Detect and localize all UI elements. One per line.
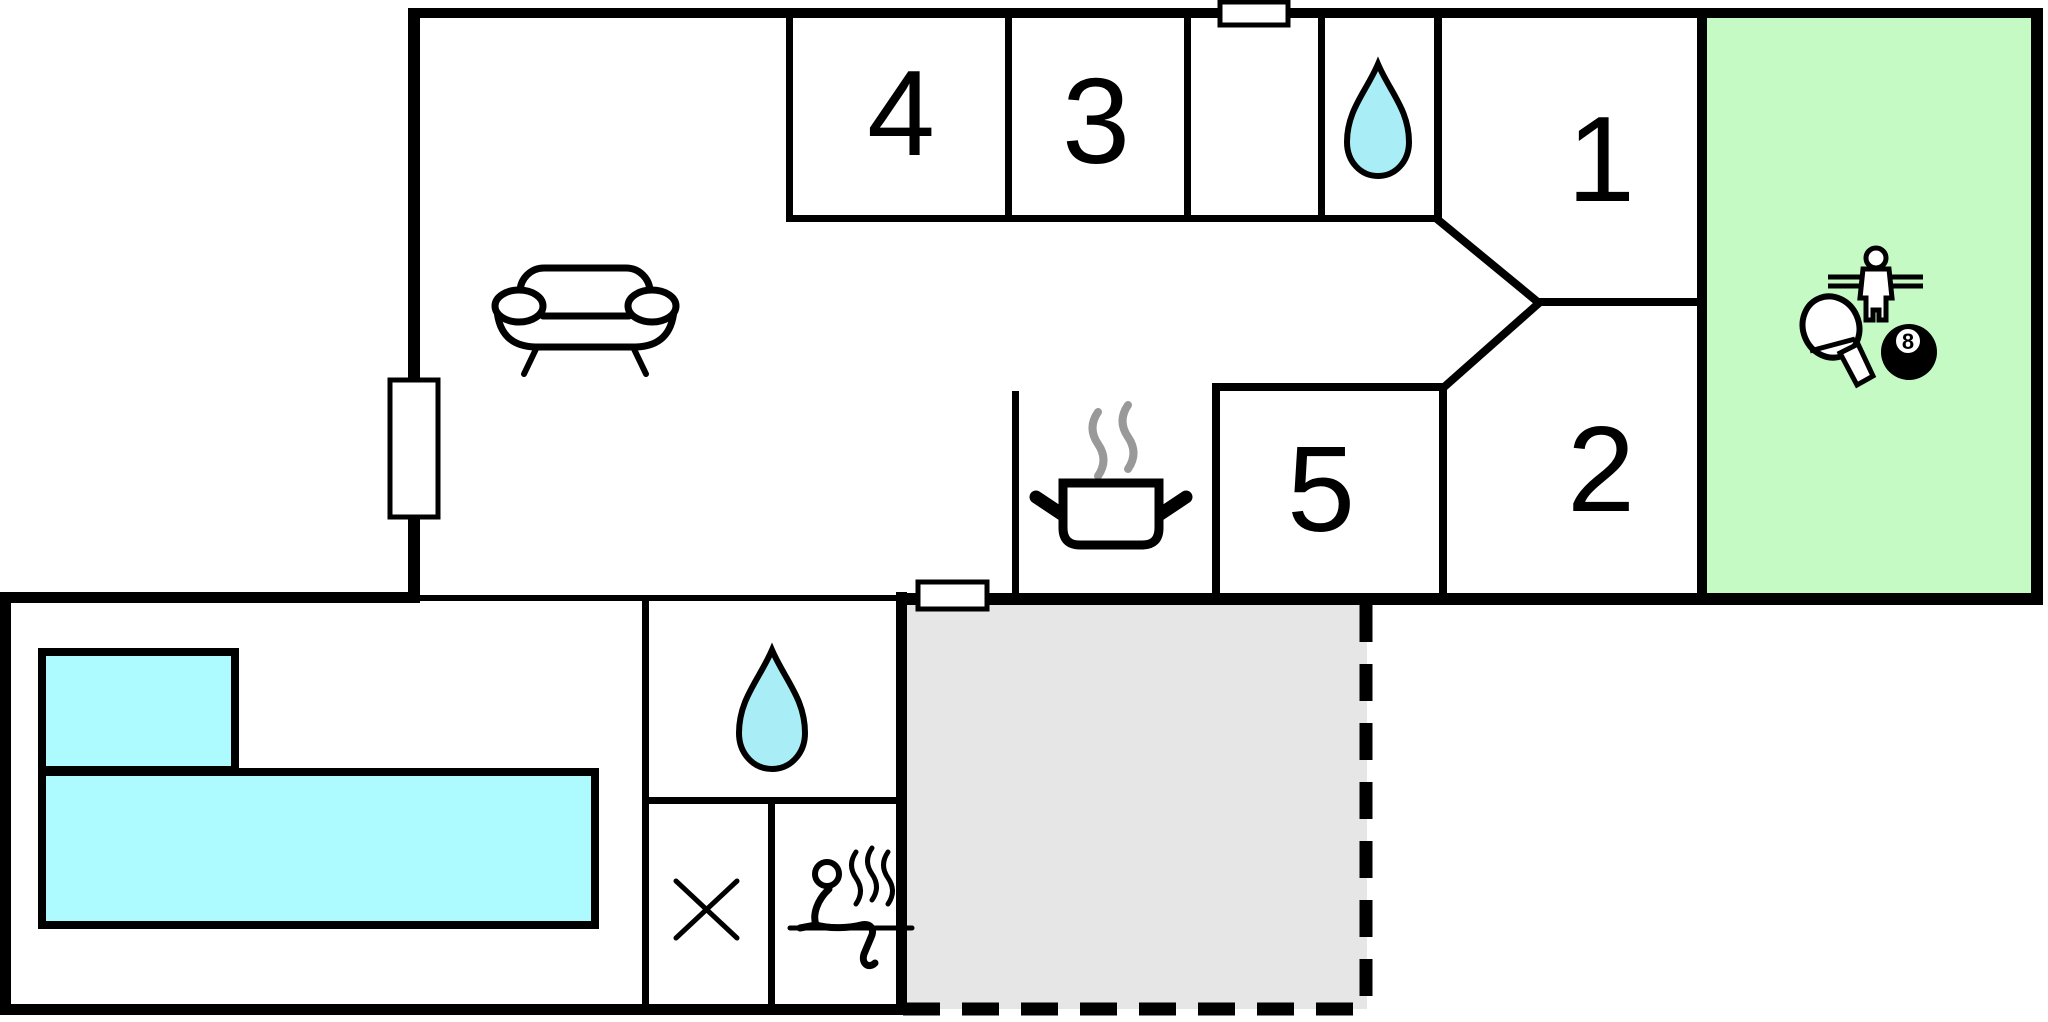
- wall-main-right: [2031, 8, 2043, 605]
- wall-bedroom3-entry-divider: [1184, 14, 1191, 220]
- table-tennis-paddle-icon: [1799, 293, 1877, 389]
- wall-main-bottom: [897, 593, 2043, 605]
- window-symbol-left: [387, 377, 441, 520]
- walls: [0, 8, 2043, 1015]
- window-symbol-top: [1217, 0, 1291, 28]
- bedroom-4-label: 4: [867, 45, 935, 181]
- bedroom-3-label: 3: [1062, 53, 1130, 189]
- wall-bedroom1-2-divider: [1535, 298, 1701, 306]
- stove-pot-icon: [1029, 401, 1193, 550]
- wall-annex-left: [0, 592, 11, 1015]
- steam-icon: [1088, 408, 1108, 480]
- wall-kitchen-stub: [1012, 391, 1019, 599]
- eight-ball-number: 8: [1902, 329, 1914, 354]
- terrace-area: [907, 605, 1367, 1009]
- wall-annex-bottom: [0, 1004, 907, 1015]
- wall-gameroom-left: [1697, 12, 1707, 599]
- wall-annex-top-thick: [0, 592, 420, 603]
- wall-diagonal-upper: [1434, 215, 1542, 307]
- wall-bedroom4-3-divider: [1005, 14, 1012, 220]
- wall-bedroom4-left: [786, 14, 793, 220]
- wall-room5-left: [1212, 383, 1220, 599]
- wall-room5-bedroom2-divider: [1439, 385, 1447, 599]
- wall-annex-top-thin: [420, 595, 903, 601]
- steam-icon: [1118, 401, 1138, 473]
- wall-bath-bedroom1-divider: [1434, 14, 1442, 220]
- sauna-icon: [787, 845, 915, 970]
- room-5-label: 5: [1287, 421, 1355, 557]
- bedroom-2-label: 2: [1567, 401, 1635, 537]
- wall-room5-top: [1212, 383, 1447, 391]
- cross-icon: [673, 878, 740, 941]
- wall-bedroom-row-bottom: [786, 215, 1441, 222]
- sofa-icon: [491, 264, 680, 377]
- water-drop-icon: [1343, 56, 1413, 180]
- large-pool: [38, 768, 599, 929]
- small-pool: [38, 648, 239, 774]
- door-symbol-terrace: [915, 579, 990, 612]
- wall-entry-bath-divider: [1318, 14, 1325, 220]
- wall-diagonal-lower: [1440, 300, 1542, 391]
- bedroom-1-label: 1: [1567, 91, 1635, 227]
- foosball-player-icon: [1828, 245, 1923, 323]
- eight-ball-icon: 8: [1881, 324, 1937, 380]
- wall-utility-sauna-divider: [768, 800, 775, 1009]
- water-drop-icon: [735, 642, 809, 773]
